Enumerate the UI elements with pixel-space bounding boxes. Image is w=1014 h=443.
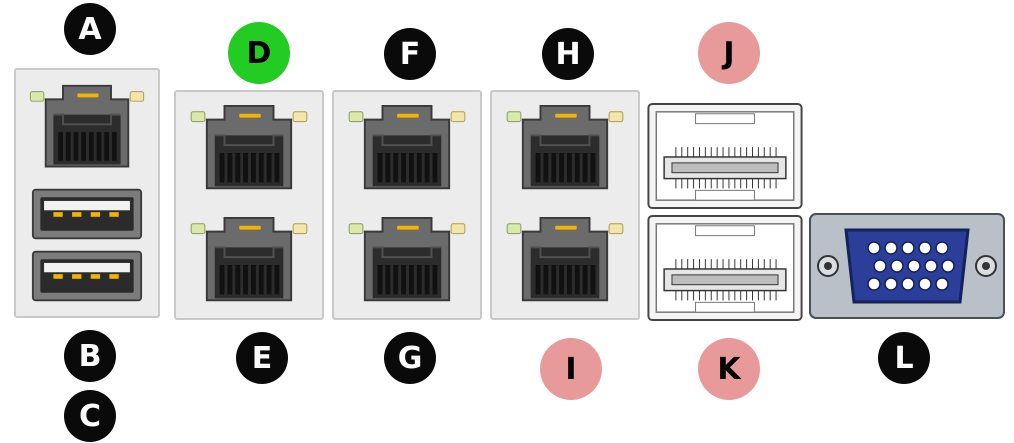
rj45-port-icon — [340, 102, 474, 200]
callout-i: I — [540, 338, 602, 400]
callout-b: B — [64, 330, 116, 382]
rj45-port-icon — [182, 102, 316, 200]
callout-d: D — [228, 22, 290, 84]
callout-g: G — [384, 332, 436, 384]
rj45-port-icon — [182, 214, 316, 312]
vga-port-icon — [809, 213, 1005, 319]
sfp-cage-icon — [646, 102, 804, 210]
sfp-cage-icon — [646, 214, 804, 322]
rj45-port-icon — [24, 82, 150, 178]
callout-k: K — [698, 338, 760, 400]
rj45-port-icon — [498, 102, 632, 200]
usb-port-icon — [30, 248, 144, 304]
callout-h: H — [542, 28, 594, 80]
callout-j: J — [698, 22, 760, 84]
callout-c: C — [64, 390, 116, 442]
callout-l: L — [878, 332, 930, 384]
callout-a: A — [64, 3, 116, 55]
callout-e: E — [236, 332, 288, 384]
rj45-port-icon — [340, 214, 474, 312]
usb-port-icon — [30, 186, 144, 242]
rj45-port-icon — [498, 214, 632, 312]
callout-f: F — [384, 28, 436, 80]
